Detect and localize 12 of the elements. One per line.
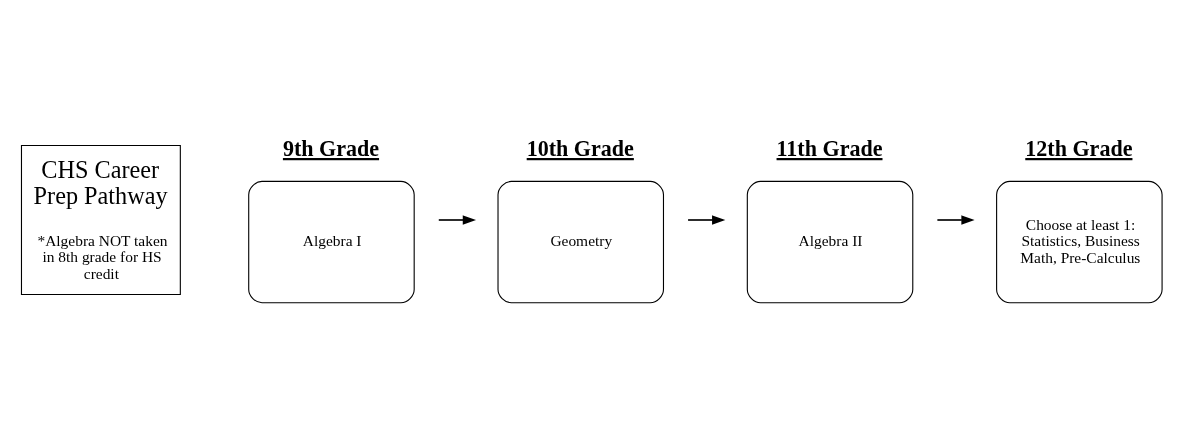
arrow [437, 215, 477, 225]
node-box: Geometry [497, 180, 665, 304]
node-box: Algebra II [746, 180, 914, 304]
node-box: CHS Career Prep Pathway *Algebra NOT taken in 8th grade for HS credit [20, 145, 181, 295]
node-box: Algebra I [248, 180, 415, 304]
arrow [687, 215, 726, 225]
node-label: 11th Grade [776, 136, 883, 162]
node-label: 9th Grade [282, 136, 380, 162]
node-label: 10th Grade [526, 136, 634, 162]
node-box: Choose at least 1: Statistics, Business Math, Pre-Calculus [996, 180, 1163, 304]
node-label: 12th Grade [1025, 136, 1133, 162]
arrow [936, 215, 975, 225]
